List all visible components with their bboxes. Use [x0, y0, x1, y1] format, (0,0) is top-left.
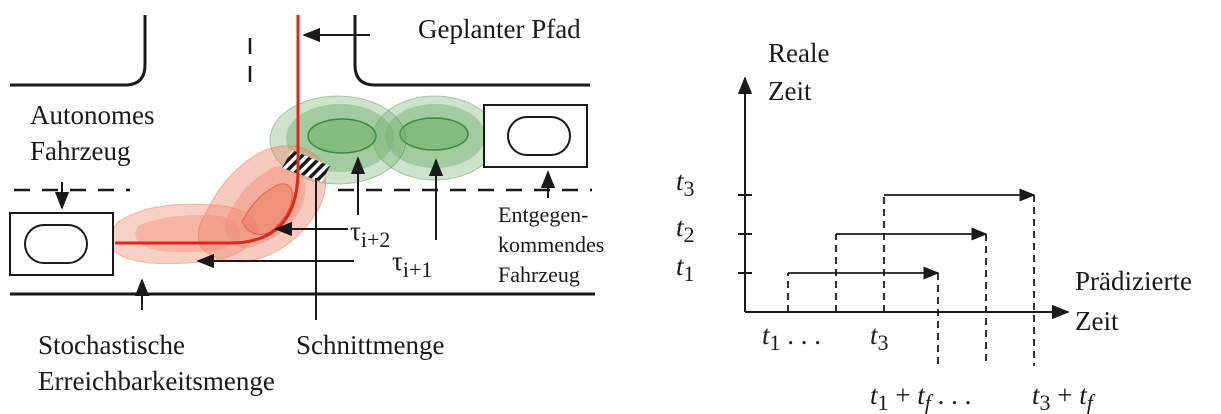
prediction-horizons	[787, 188, 1036, 366]
oncoming-vehicle-label-3: Fahrzeug	[498, 262, 580, 287]
reachable-set-label-2: Erreichbarkeitsmenge	[38, 366, 275, 396]
road-edge-top-left	[10, 15, 147, 87]
oncoming-reachable-sets	[269, 95, 498, 185]
y-tick-label-t1: t1	[676, 251, 695, 286]
y-tick-label-t2: t2	[676, 212, 695, 247]
x-axis-label-2: Zeit	[1075, 306, 1119, 336]
tau-i1-label: τi+1	[392, 246, 432, 282]
tau-i1-symbol: τ	[392, 246, 403, 276]
intersection-hatch	[282, 150, 330, 182]
oncoming-vehicle-body	[507, 116, 571, 156]
road-edge-top-right	[353, 15, 590, 87]
planned-path-label: Geplanter Pfad	[418, 14, 581, 44]
x-end-label-t1: t1 + tf . . .	[870, 380, 971, 414]
tau-i2-symbol: τ	[350, 216, 361, 246]
tau-i1-subscript: i+1	[403, 257, 433, 282]
x-start-label-t1: t1 . . .	[762, 320, 821, 355]
x-start-label-t3: t3	[870, 320, 889, 355]
green-set-inner-1	[399, 117, 469, 151]
time-axes	[737, 76, 1070, 320]
red-set-inner-2	[241, 183, 293, 235]
x-end-label-t3: t3 + tf	[1032, 380, 1096, 414]
autonomous-vehicle	[9, 212, 114, 276]
y-axis-label-1: Reale	[768, 38, 829, 68]
autonomous-vehicle-label-2: Fahrzeug	[30, 136, 130, 166]
oncoming-vehicle-label-2: kommendes	[498, 232, 604, 257]
autonomous-vehicle-body	[24, 224, 88, 264]
tau-i2-label: τi+2	[350, 216, 390, 252]
tau-i2-subscript: i+2	[361, 227, 391, 252]
oncoming-vehicle-label-1: Entgegen-	[498, 202, 588, 227]
red-set-outer-1	[110, 203, 259, 265]
reachable-set-label-1: Stochastische	[38, 330, 185, 360]
left-labels: Geplanter Pfad Autonomes Fahrzeug Entgeg…	[30, 14, 604, 396]
y-axis-label-2: Zeit	[768, 76, 812, 106]
x-axis-label-1: Prädizierte	[1075, 266, 1192, 296]
autonomous-vehicle-label-1: Autonomes	[30, 100, 155, 130]
annotation-arrows	[54, 27, 556, 320]
red-set-outer-2	[197, 145, 327, 263]
y-tick-label-t3: t3	[676, 166, 695, 201]
road-geometry	[10, 15, 595, 296]
right-labels: Reale Zeit Prädizierte Zeit t3 t2 t1 t1 …	[676, 38, 1192, 414]
green-set-inner-2	[307, 118, 377, 154]
intersection-label: Schnittmenge	[296, 330, 444, 360]
oncoming-vehicle	[483, 104, 588, 168]
